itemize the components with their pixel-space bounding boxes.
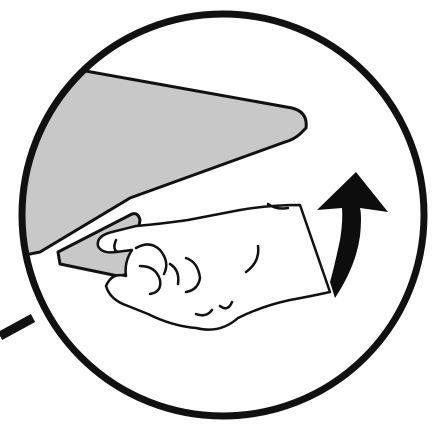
pointer-line xyxy=(0,318,33,336)
